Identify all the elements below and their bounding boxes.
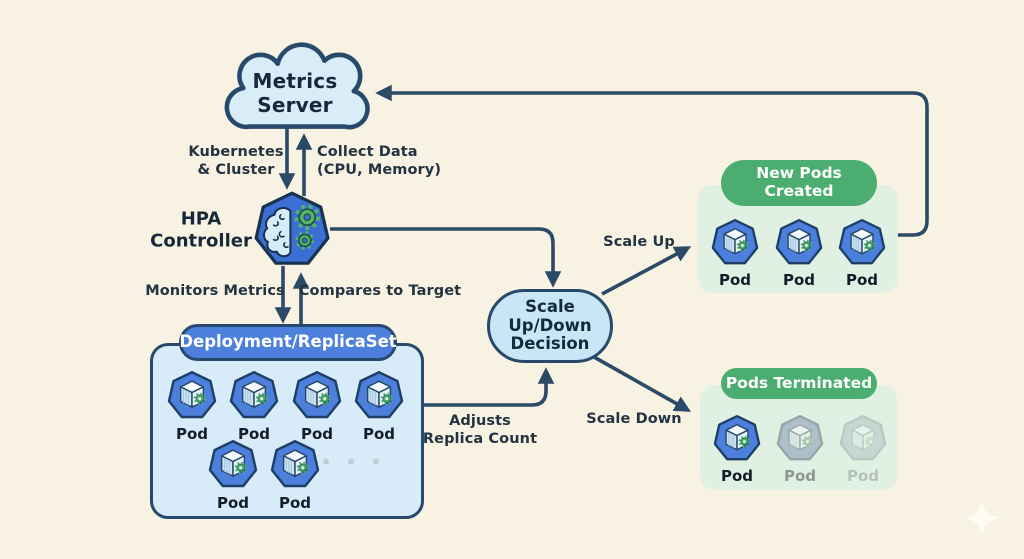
pod-cube-icon (291, 369, 343, 421)
pod-label: Pod (845, 271, 879, 289)
pod-cube-icon (228, 369, 280, 421)
pod-cube-icon (166, 369, 218, 421)
metrics-server-cloud (224, 42, 370, 130)
pods-terminated-pill: Pods Terminated (721, 368, 877, 399)
edge-label-scale-down: Scale Down (586, 410, 682, 427)
pod-label: Pod (782, 271, 816, 289)
pod-label: Pod (175, 425, 209, 443)
pod-cube-icon (838, 413, 888, 463)
hpa-controller-title: HPA Controller (150, 208, 252, 251)
pod-cube-icon (710, 217, 760, 267)
metrics-server-title: Metrics Server (252, 69, 338, 117)
pod: Pod (347, 369, 411, 443)
pod-cube-icon (775, 413, 825, 463)
pod: Pod (830, 217, 894, 289)
pod-label: Pod (216, 494, 250, 512)
pod: Pod (703, 217, 767, 289)
pod-label: Pod (718, 271, 752, 289)
pod-label: Pod (720, 467, 754, 485)
pod-cube-icon (269, 438, 321, 490)
edge-label-kubernetes-cluster: Kubernetes & Cluster (188, 143, 284, 178)
deployment-replicaset-pill: Deployment/ReplicaSet (179, 324, 397, 361)
pod-label: Pod (300, 425, 334, 443)
arrow-scale-up (601, 246, 692, 296)
more-pods-ellipsis: • • • (320, 453, 386, 473)
pod: Pod (201, 438, 265, 512)
pod-label: Pod (783, 467, 817, 485)
edge-label-collect-data: Collect Data (CPU, Memory) (317, 143, 442, 178)
pod-fading: Pod (831, 413, 895, 485)
pod-cube-icon (712, 413, 762, 463)
sparkle-icon (963, 499, 1001, 537)
arrow-scale-down (593, 355, 692, 412)
pod: Pod (705, 413, 769, 485)
pod-cube-icon (837, 217, 887, 267)
pod-fading: Pod (768, 413, 832, 485)
arrow-hpa-to-decision (330, 227, 562, 288)
scale-decision-node: Scale Up/Down Decision (487, 289, 613, 363)
pod: Pod (767, 217, 831, 289)
pod: Pod (222, 369, 286, 443)
edge-label-monitors-metrics: Monitors Metrics (145, 282, 285, 299)
pod-cube-icon (774, 217, 824, 267)
deployment-replicaset-label: Deployment/ReplicaSet (179, 332, 397, 352)
new-pods-label: New Pods Created (756, 164, 842, 200)
pod: Pod (263, 438, 327, 512)
pod-cube-icon (353, 369, 405, 421)
pod: Pod (285, 369, 349, 443)
scale-decision-label: Scale Up/Down Decision (508, 297, 592, 354)
pods-terminated-label: Pods Terminated (725, 373, 873, 392)
pod: Pod (160, 369, 224, 443)
edge-label-scale-up: Scale Up (603, 233, 675, 250)
pod-label: Pod (846, 467, 880, 485)
arrow-newpods-to-cloud (375, 84, 929, 237)
pod-cube-icon (207, 438, 259, 490)
pod-label: Pod (362, 425, 396, 443)
edge-label-adjusts-replica-count: Adjusts Replica Count (422, 412, 538, 447)
pod-label: Pod (237, 425, 271, 443)
edge-label-compares-to-target: Compares to Target (298, 282, 462, 299)
new-pods-pill: New Pods Created (721, 160, 877, 206)
arrow-deployment-to-decision (424, 367, 555, 407)
hpa-controller-icon (252, 190, 332, 270)
pod-label: Pod (278, 494, 312, 512)
